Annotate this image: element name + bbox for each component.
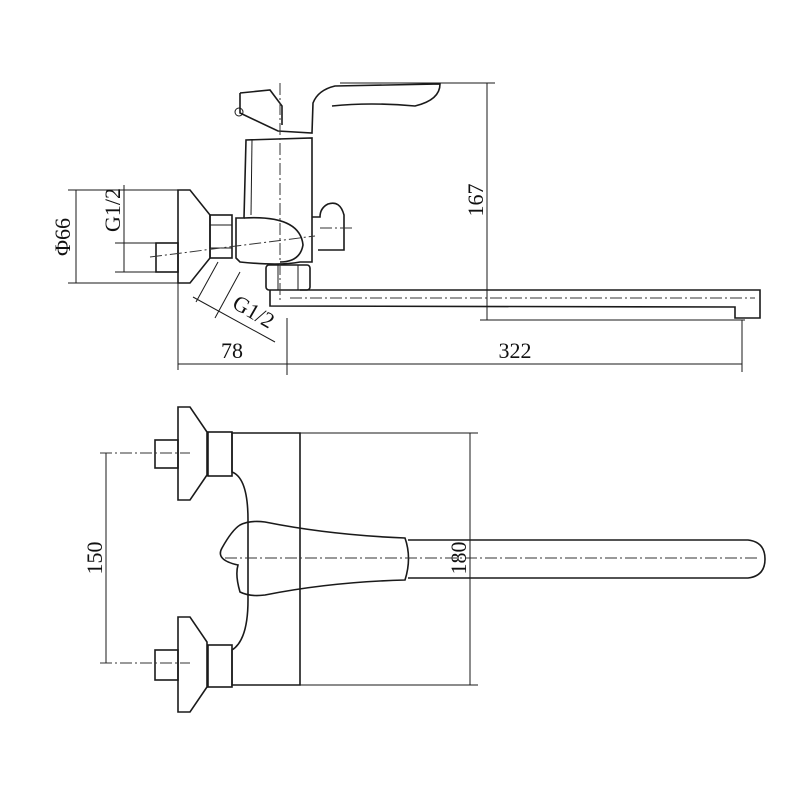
lever-handle-top (219, 520, 410, 597)
dim-wall-depth-label: 78 (221, 338, 243, 363)
spout-nut (265, 264, 311, 291)
dim-body-height-label: 180 (446, 542, 471, 575)
spout-top (408, 539, 766, 579)
inlet-nut-upper (207, 431, 233, 477)
spout (269, 289, 761, 319)
lever-handle (239, 83, 441, 134)
dim-spout-reach-label: 322 (499, 338, 532, 363)
dim-height-label: 167 (463, 184, 488, 217)
wall-flange-lower (177, 616, 208, 713)
wall-flange (177, 189, 211, 284)
wall-flange-upper (177, 406, 208, 501)
lever-pin-icon (234, 107, 244, 117)
inlet-pipe-lower (154, 649, 179, 681)
top-view: 150 180 (82, 406, 766, 713)
inlet-pipe (155, 242, 179, 273)
dim-inlet-thread-label: G1/2 (100, 188, 125, 232)
inlet-nut (209, 214, 233, 259)
side-view: 167 Φ66 G1/2 G1/2 78 322 (50, 82, 761, 375)
dim-flange-diameter-label: Φ66 (50, 218, 75, 256)
faucet-body-top (231, 432, 301, 686)
dim-inlet-spacing-label: 150 (82, 542, 107, 575)
inlet-pipe-upper (154, 439, 179, 469)
diverter-knob (312, 202, 345, 251)
inlet-nut-lower (207, 644, 233, 688)
dim-outlet-thread-label: G1/2 (228, 290, 279, 334)
faucet-body (235, 137, 313, 265)
